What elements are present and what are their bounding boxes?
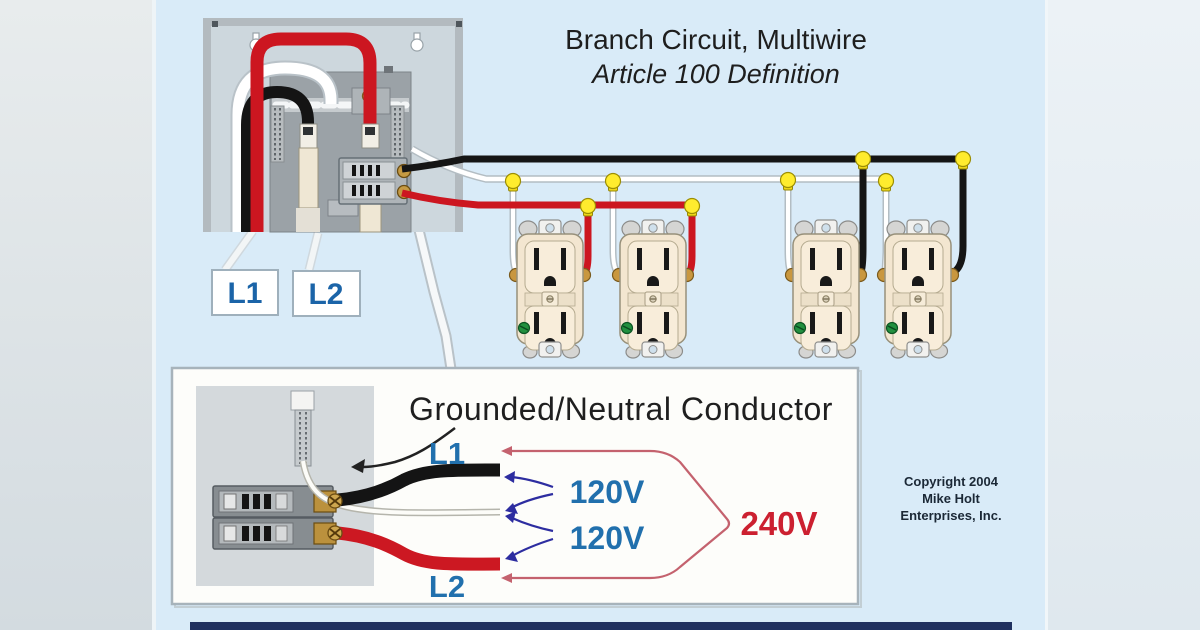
copyright-line1: Copyright 2004	[904, 474, 999, 489]
neutral-bus-bar	[270, 105, 285, 163]
branch-wires	[401, 145, 967, 277]
panel-screw-icon	[456, 21, 462, 27]
inset-l1-wire	[337, 463, 501, 507]
neutral-wire-to-inset	[413, 228, 457, 370]
panel-screw-icon	[212, 21, 218, 27]
inset-l1-label: L1	[429, 436, 465, 471]
service-hot-black-wire	[241, 85, 314, 232]
breaker-l1	[296, 123, 320, 232]
service-hot-red-wire	[250, 32, 377, 232]
heading-arrowhead-icon	[351, 459, 365, 473]
diagram-subtitle: Article 100 Definition	[590, 59, 840, 89]
footer-bar	[190, 622, 1012, 630]
service-neutral-wire	[232, 62, 337, 232]
right-edge-line	[1045, 0, 1048, 630]
copyright-line3: Enterprises, Inc.	[900, 508, 1001, 523]
heading-arrow	[361, 427, 456, 469]
loadcenter-tab	[384, 66, 393, 73]
copyright-notice: Copyright 2004 Mike Holt Enterprises, In…	[900, 474, 1001, 523]
duplex-receptacle-1	[508, 219, 592, 359]
inset-heading: Grounded/Neutral Conductor	[409, 391, 833, 427]
voltage-120-bottom: 120V	[570, 520, 645, 556]
inset-breaker-l2	[212, 517, 337, 550]
left-gradient-bar	[0, 0, 152, 630]
inset-callout-box: Grounded/Neutral Conductor L1 L2 120V 12…	[170, 366, 862, 608]
l2-label-box: L2	[292, 270, 361, 317]
duplex-receptacle-2	[611, 219, 695, 359]
l1-label: L1	[227, 277, 262, 310]
voltage-240-label: 240V	[740, 505, 817, 542]
inset-neutral-wire	[301, 460, 501, 515]
l1-label-box: L1	[211, 269, 279, 316]
bracket-arrowhead-icon	[501, 573, 512, 583]
bracket-arrowhead-icon	[501, 446, 512, 456]
breaker-panel	[203, 18, 463, 233]
duplex-receptacle-3	[784, 219, 868, 359]
inset-l2-label: L2	[429, 569, 465, 604]
two-pole-breaker	[338, 157, 412, 205]
duplex-receptacle-4	[876, 219, 960, 359]
l2-label: L2	[308, 278, 343, 311]
diagram-title: Branch Circuit, Multiwire	[565, 24, 867, 55]
copyright-line2: Mike Holt	[922, 491, 980, 506]
voltage-120-top: 120V	[570, 474, 645, 510]
inset-breaker-l1	[212, 485, 337, 518]
right-gradient-bar	[1048, 0, 1200, 630]
inset-terminal-screws	[327, 493, 343, 541]
breaker-callout-lines	[221, 228, 323, 273]
voltage-240-bracket	[508, 449, 731, 580]
voltage-arrowheads	[504, 471, 518, 562]
inset-neutral-bus	[290, 390, 315, 467]
inset-l2-wire	[337, 526, 501, 571]
left-edge-line	[152, 0, 156, 630]
keyhole-icon	[410, 32, 424, 52]
